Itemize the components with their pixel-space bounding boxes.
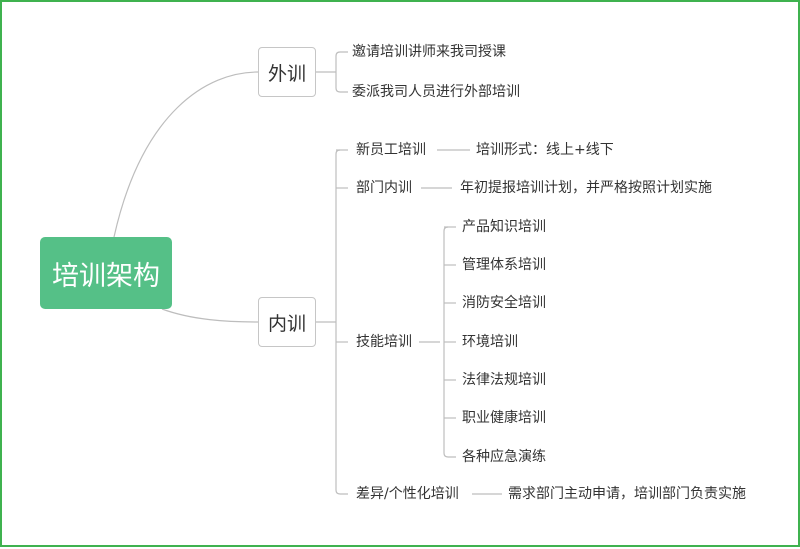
dept-detail[interactable]: 年初提报培训计划，并严格按照计划实施 <box>460 180 712 196</box>
root-node-label: 培训架构 <box>52 260 160 292</box>
skills-item[interactable]: 各种应急演练 <box>462 449 546 465</box>
root-node[interactable]: 培训架构 <box>40 237 172 309</box>
branch-external[interactable]: 外训 <box>258 47 316 97</box>
internal-item-skills[interactable]: 技能培训 <box>356 334 412 350</box>
internal-item-dept[interactable]: 部门内训 <box>356 180 412 196</box>
skills-item[interactable]: 环境培训 <box>462 334 518 350</box>
internal-item-new-staff[interactable]: 新员工培训 <box>356 142 426 158</box>
skills-item[interactable]: 职业健康培训 <box>462 410 546 426</box>
external-item-invite[interactable]: 邀请培训讲师来我司授课 <box>352 44 506 60</box>
skills-item[interactable]: 消防安全培训 <box>462 295 546 311</box>
skills-item[interactable]: 产品知识培训 <box>462 219 546 235</box>
custom-detail[interactable]: 需求部门主动申请，培训部门负责实施 <box>508 486 746 502</box>
skills-item[interactable]: 管理体系培训 <box>462 257 546 273</box>
skills-item[interactable]: 法律法规培训 <box>462 372 546 388</box>
new-staff-detail[interactable]: 培训形式：线上+线下 <box>476 142 614 158</box>
external-item-dispatch[interactable]: 委派我司人员进行外部培训 <box>352 84 520 100</box>
branch-internal-label: 内训 <box>267 312 306 335</box>
branch-external-label: 外训 <box>267 62 306 85</box>
branch-internal[interactable]: 内训 <box>258 297 316 347</box>
internal-item-custom[interactable]: 差异/个性化培训 <box>356 486 459 502</box>
